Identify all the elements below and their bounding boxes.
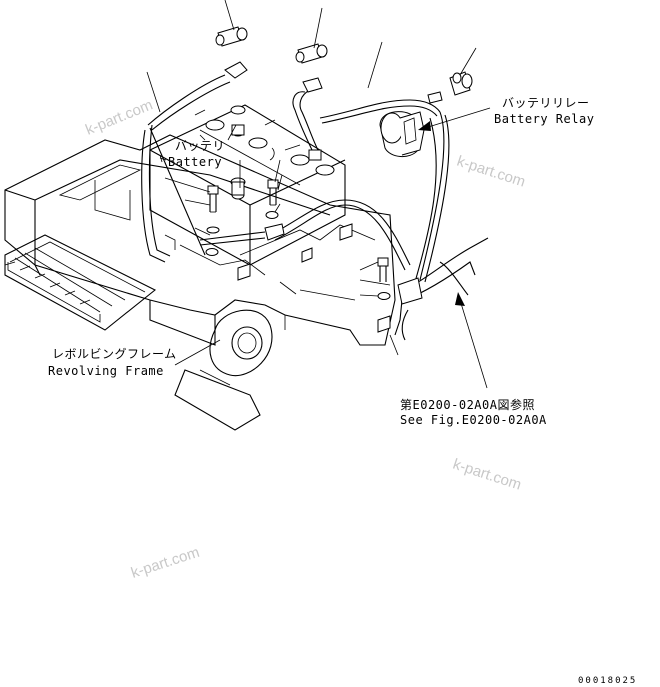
- reference-arrow: [455, 292, 488, 389]
- drawing-code: 00018025: [578, 676, 637, 686]
- battery-relay: [379, 91, 443, 157]
- battery-relay-label-jp: バッテリリレー: [502, 96, 590, 110]
- bolts-washers: [205, 179, 391, 333]
- washer-2: [377, 292, 391, 300]
- terminal-2: [295, 43, 328, 64]
- terminal-3: [449, 71, 473, 96]
- reference-label-en: See Fig.E0200-02A0A: [400, 413, 547, 427]
- leader-lines: [146, 0, 477, 356]
- terminal-parts: [215, 26, 473, 96]
- battery-label-en: Battery: [168, 155, 222, 169]
- reference-label-jp: 第E0200-02A0A図参照: [400, 397, 535, 412]
- watermark-3: k-part.com: [451, 456, 524, 494]
- watermark-2: k-part.com: [455, 153, 528, 191]
- battery-holddown: [141, 124, 220, 263]
- washer-1: [265, 211, 279, 219]
- washer-3: [205, 248, 219, 256]
- battery: [149, 104, 346, 266]
- battery-cables: [147, 61, 489, 341]
- revolving-frame-label-en: Revolving Frame: [48, 364, 164, 378]
- battery-label-jp: バッテリ: [175, 139, 225, 153]
- terminal-1: [215, 26, 248, 47]
- bolt-2: [267, 179, 279, 206]
- revolving-frame-label-jp: レボルビングフレーム: [52, 347, 177, 361]
- frame-leader: [174, 339, 221, 366]
- step-ladder: [4, 234, 157, 331]
- revolving-frame: [4, 134, 396, 431]
- watermark-4: k-part.com: [129, 544, 202, 582]
- bolt-3: [377, 257, 389, 282]
- battery-relay-label-en: Battery Relay: [494, 112, 594, 126]
- bolt-1: [207, 185, 219, 213]
- relay-arrow: [418, 107, 491, 131]
